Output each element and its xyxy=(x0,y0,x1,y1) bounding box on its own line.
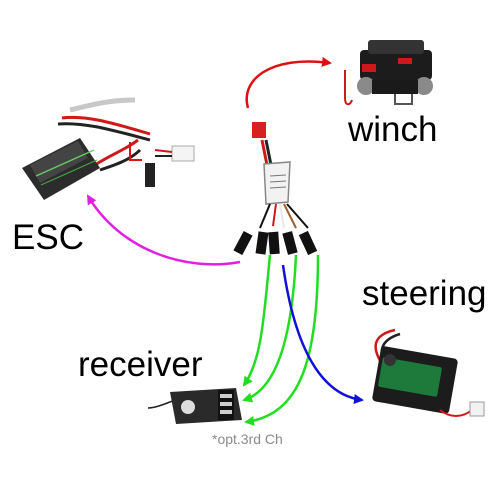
steering-arrow xyxy=(281,264,364,404)
esc-icon xyxy=(22,97,195,200)
esc-label: ESC xyxy=(12,218,84,257)
controller-board-icon xyxy=(233,161,318,256)
receiver-arrow-1 xyxy=(242,254,272,387)
optional-channel-note: *opt.3rd Ch xyxy=(212,431,283,447)
esc-arrow xyxy=(86,194,241,266)
receiver-icon xyxy=(147,388,242,424)
receiver-label: receiver xyxy=(78,345,203,384)
servo-icon xyxy=(372,328,485,417)
winch-icon xyxy=(344,40,433,106)
steering-label: steering xyxy=(362,274,487,313)
receiver-arrow-3 xyxy=(244,254,320,426)
winch-arrow xyxy=(245,56,332,109)
receiver-arrow-2 xyxy=(242,254,298,403)
winch-label: winch xyxy=(348,110,438,149)
connector-icon xyxy=(252,122,274,171)
